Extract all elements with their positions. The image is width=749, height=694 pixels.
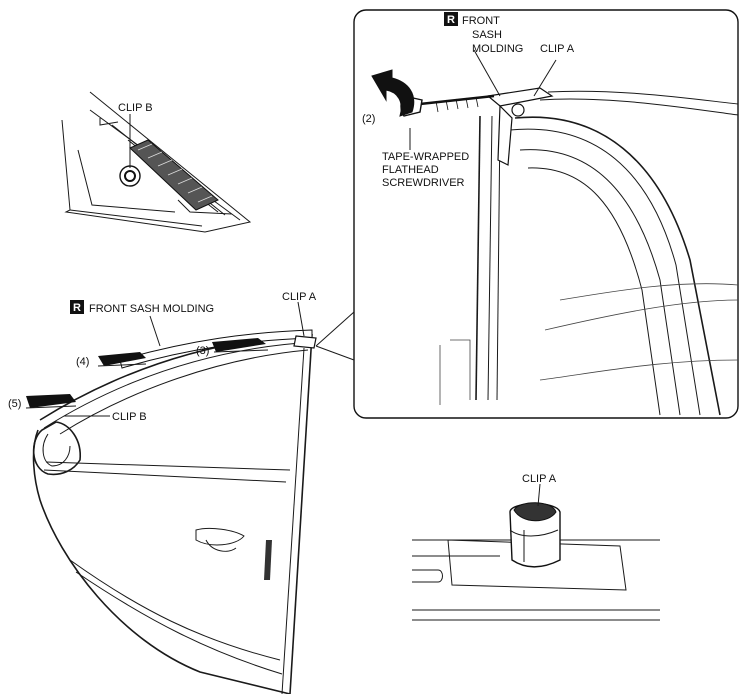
label-step-2: (2) (362, 113, 375, 125)
label-front: FRONT (462, 15, 500, 27)
r-badge-zoom-text: R (447, 14, 455, 26)
label-clip-a-zoom: CLIP A (540, 43, 575, 55)
screwdriver-step-4 (98, 352, 146, 366)
label-step-3: (3) (196, 345, 209, 357)
label-sash: SASH (472, 29, 502, 41)
clip-a-base-plate (447, 539, 627, 591)
clip-a-zoom (511, 103, 525, 117)
clip-a-detail-view (412, 483, 660, 621)
label-step-4: (4) (76, 356, 89, 368)
zoom-detail-panel (353, 9, 739, 419)
r-badge-door (70, 300, 84, 314)
molding-strip-hatched (129, 139, 219, 211)
pry-direction-arrow (371, 69, 415, 117)
label-clip-b-door: CLIP B (112, 411, 147, 423)
label-flathead: FLATHEAD (382, 164, 439, 176)
label-molding: MOLDING (472, 43, 523, 55)
screwdriver-shaft (419, 94, 495, 106)
clip-b-center (124, 170, 136, 182)
r-badge-door-text: R (73, 302, 81, 314)
label-front-sash-molding: FRONT SASH MOLDING (89, 303, 214, 315)
label-clip-a-detail: CLIP A (522, 473, 557, 485)
screwdriver-step-5 (26, 394, 76, 408)
front-door-illustration (25, 301, 317, 694)
label-tape-wrapped: TAPE-WRAPPED (382, 151, 469, 163)
label-clip-a-door: CLIP A (282, 291, 317, 303)
clip-a-door (293, 335, 317, 349)
r-badge-zoom (444, 12, 458, 26)
label-step-5: (5) (8, 398, 21, 410)
zoom-panel-frame (353, 9, 739, 419)
label-clip-b-top: CLIP B (118, 102, 153, 114)
clip-b-detail-view (61, 91, 252, 233)
label-screwdriver: SCREWDRIVER (382, 177, 465, 189)
side-mirror (32, 421, 81, 476)
screwdriver-step-3 (212, 338, 266, 352)
